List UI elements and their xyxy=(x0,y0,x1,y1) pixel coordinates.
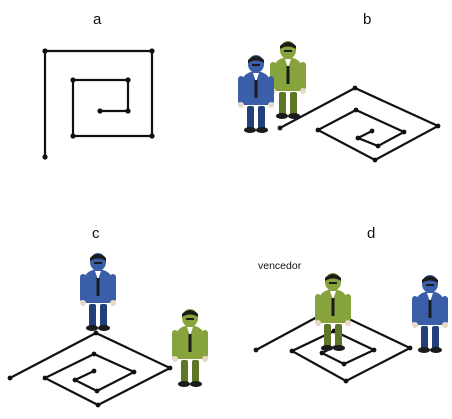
panel-d-green-person xyxy=(315,273,351,351)
panel-b-green-person xyxy=(270,41,306,119)
person-figure-blue xyxy=(80,253,116,331)
panel-label-c: c xyxy=(92,225,100,242)
person-figure-blue xyxy=(412,275,448,353)
panel-a-spiral xyxy=(42,48,154,159)
panel-label-a: a xyxy=(93,11,102,28)
panel-c-spiral xyxy=(8,331,173,408)
person-figure-green xyxy=(172,309,208,387)
panel-c-green-person xyxy=(172,309,208,387)
person-figure-green xyxy=(270,41,306,119)
person-figure-green xyxy=(315,273,351,351)
panel-label-d: d xyxy=(367,225,375,242)
panel-b-blue-person xyxy=(238,55,274,133)
person-figure-blue xyxy=(238,55,274,133)
panel-d-blue-person xyxy=(412,275,448,353)
winner-label: vencedor xyxy=(258,260,302,272)
panel-c-blue-person xyxy=(80,253,116,331)
panel-label-b: b xyxy=(363,11,371,28)
panel-b-spiral xyxy=(278,86,441,163)
